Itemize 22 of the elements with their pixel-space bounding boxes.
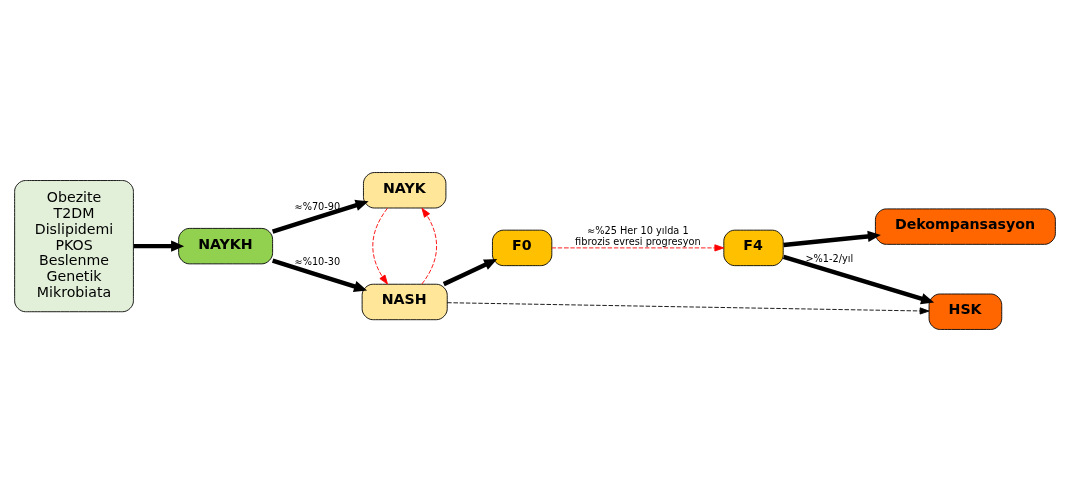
arrow: [782, 254, 935, 304]
arrow: [271, 199, 369, 234]
arrow: [133, 239, 185, 252]
node-box: NAYKH: [178, 227, 274, 264]
node-box: Dekompansasyon: [874, 207, 1056, 245]
edge-label: ≈%25 Her 10 yılda 1 fibrozis evresi progresyon: [575, 224, 701, 247]
arrow: [271, 258, 368, 292]
node-box: NASH: [361, 283, 448, 320]
node-box: HSK: [928, 293, 1003, 330]
edge-label: >%1-2/yıl: [805, 252, 854, 264]
arrow: [783, 230, 881, 247]
node-box: F0: [492, 229, 553, 266]
arrow: [551, 243, 725, 251]
node-box: NAYK: [363, 171, 447, 208]
arrow: [372, 207, 388, 285]
arrow: [446, 301, 930, 314]
arrow: [421, 207, 437, 285]
edge-label: ≈%10-30: [294, 255, 341, 267]
node-box: F4: [723, 229, 784, 266]
edge-label: ≈%70-90: [294, 200, 341, 212]
arrow: [442, 258, 498, 286]
node-box: Obezite T2DM Dislipidemi PKOS Beslenme Genetik Mikrobiata: [14, 179, 134, 312]
